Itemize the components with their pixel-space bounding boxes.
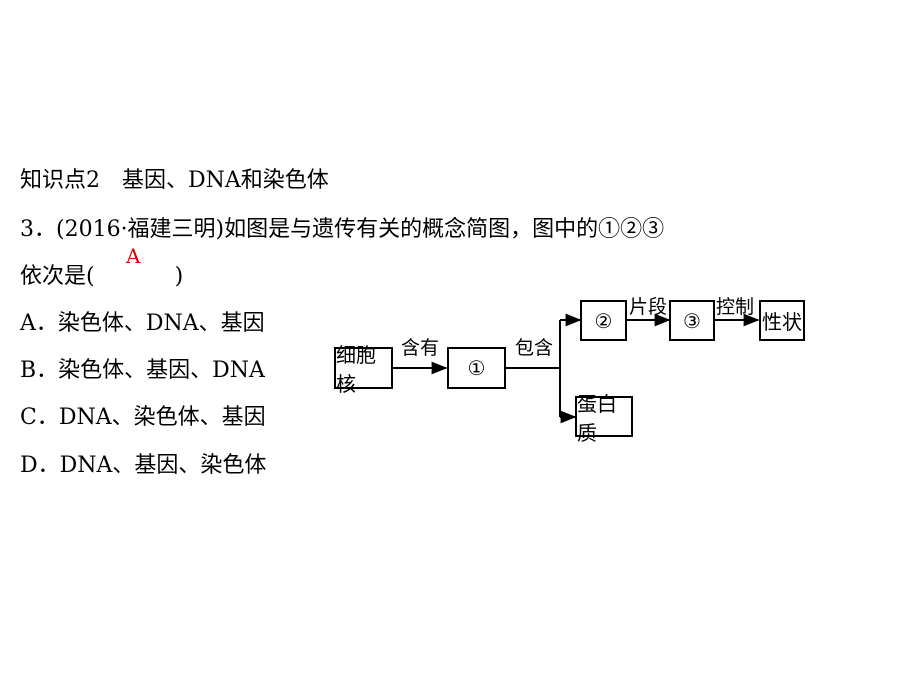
label-includes: 包含 (515, 337, 554, 359)
node-trait: 性状 (759, 300, 805, 341)
option-a[interactable]: A．染色体、DNA、基因 (20, 311, 265, 336)
node-nucleus: 细胞核 (334, 343, 393, 396)
answer-mark: A (126, 244, 141, 268)
node-2: ② (580, 300, 627, 341)
node-protein: 蛋白质 (575, 392, 633, 445)
node-1: ① (447, 347, 506, 389)
option-b[interactable]: B．染色体、基因、DNA (20, 358, 265, 383)
node-3: ③ (669, 300, 715, 341)
question-text: 3．(2016·福建三明)如图是与遗传有关的概念简图，图中的①②③ (20, 217, 665, 242)
option-d[interactable]: D．DNA、基因、染色体 (20, 453, 267, 478)
question-suffix: ) (174, 264, 184, 289)
label-control: 控制 (716, 296, 755, 318)
section-heading: 知识点2 基因、DNA和染色体 (20, 168, 329, 193)
question-prefix: 依次是( (20, 264, 95, 289)
option-c[interactable]: C．DNA、染色体、基因 (20, 405, 266, 430)
label-contains: 含有 (401, 337, 440, 359)
label-segment: 片段 (629, 296, 668, 318)
question-text-line2: 依次是() (20, 262, 183, 292)
